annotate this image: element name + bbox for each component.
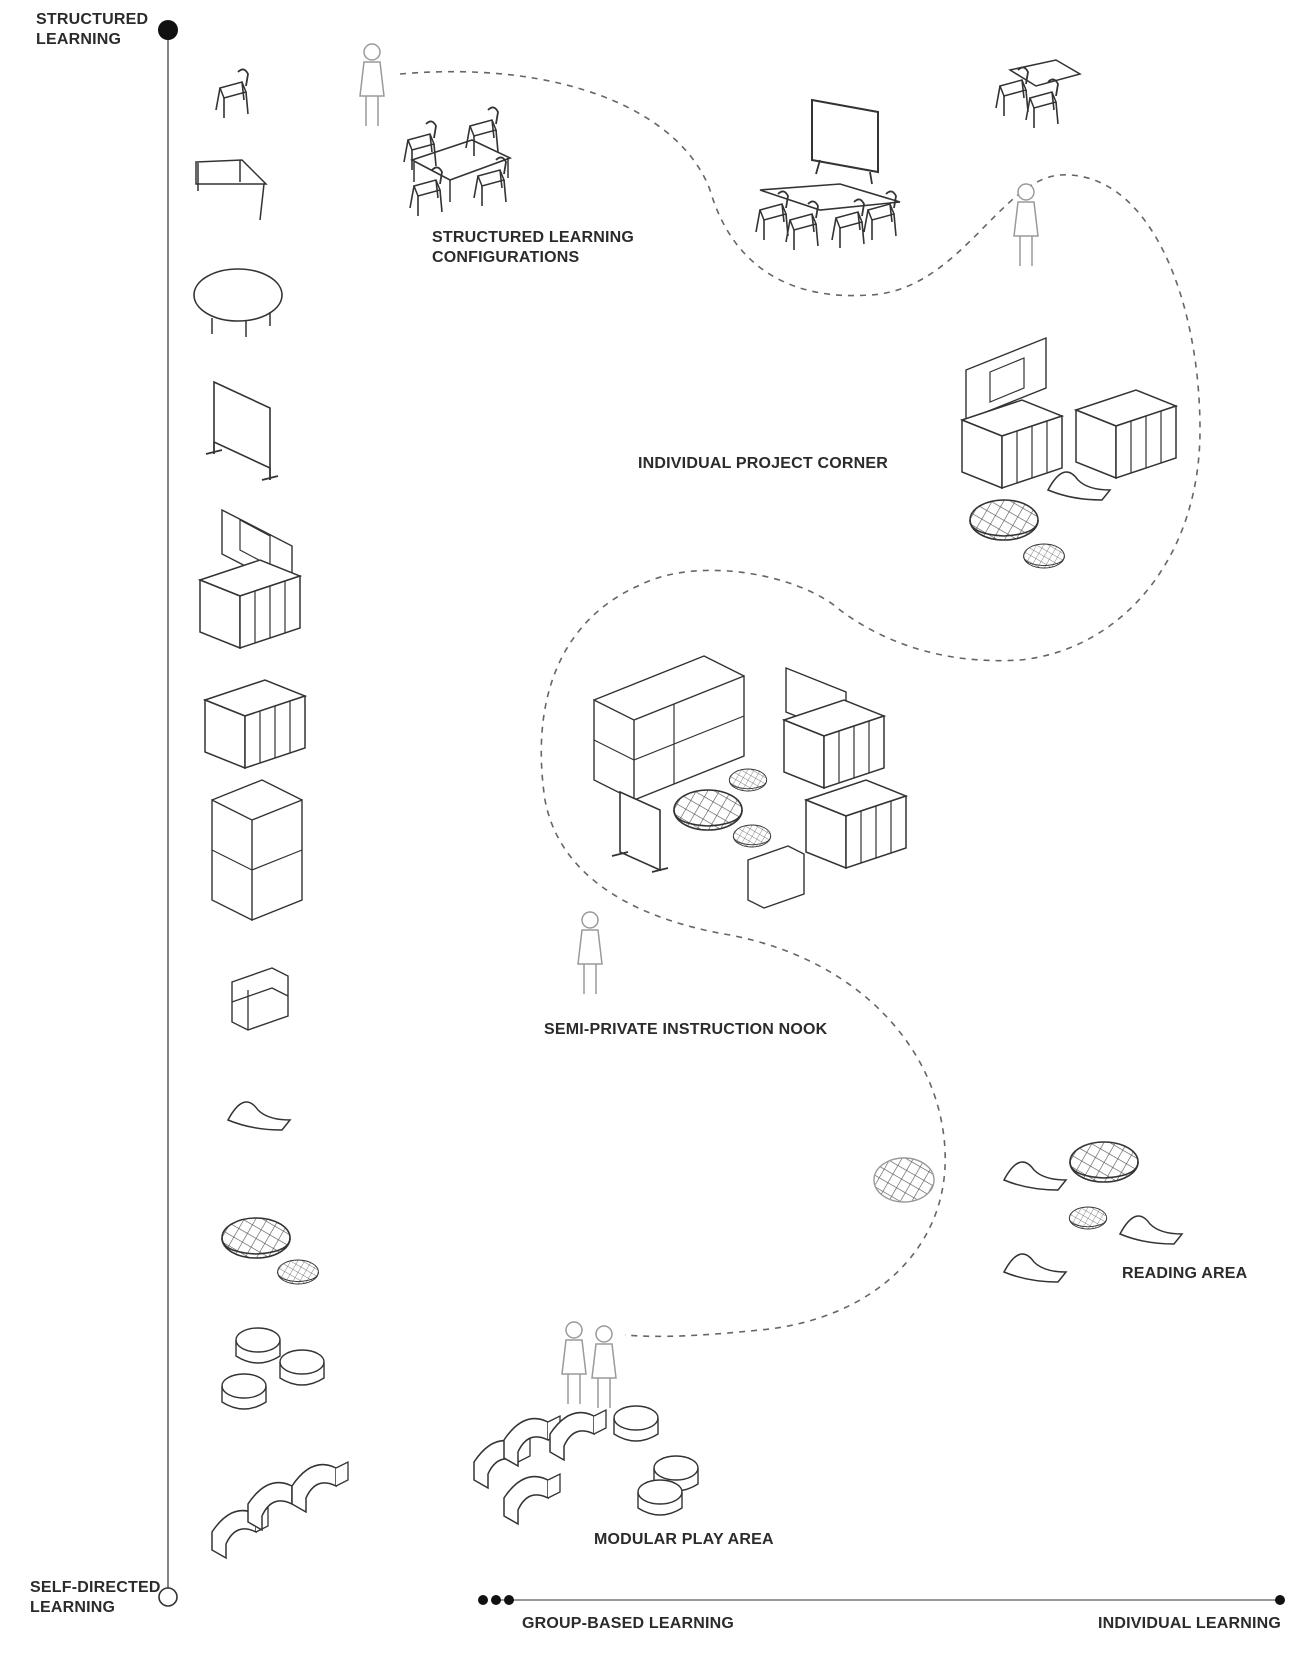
label-line: LEARNING	[30, 1599, 116, 1616]
round-table-icon	[193, 268, 283, 337]
group-axis-dot	[478, 1595, 488, 1605]
hutch-cabinet-icon	[199, 508, 301, 649]
individual-project-corner-label: INDIVIDUAL PROJECT CORNER	[638, 455, 889, 472]
reading-area-label: READING AREA	[1122, 1265, 1248, 1282]
structured-learning-configurations-label: STRUCTURED LEARNING CONFIGURATIONS	[432, 228, 634, 268]
group-table-cluster	[403, 106, 513, 217]
project-corner-furniture	[961, 336, 1177, 569]
student-figure	[1013, 183, 1039, 267]
modular-play-area-label: MODULAR PLAY AREA	[594, 1531, 774, 1548]
semi-private-instruction-nook-label: SEMI-PRIVATE INSTRUCTION NOOK	[544, 1021, 828, 1038]
whiteboard-icon	[205, 380, 279, 481]
label-line: CONFIGURATIONS	[432, 249, 580, 266]
play-area-furniture	[473, 1405, 699, 1525]
whiteboard-station	[755, 98, 901, 251]
label-line: STRUCTURED	[36, 11, 149, 28]
group-based-learning-label: GROUP-BASED LEARNING	[522, 1615, 735, 1632]
group-axis-dot	[491, 1595, 501, 1605]
structured-axis-endpoint	[158, 20, 178, 40]
reading-students-figure	[873, 1157, 935, 1203]
playing-children-figure	[561, 1321, 617, 1409]
low-cabinet-icon	[204, 679, 306, 769]
trapezoid-table-icon	[195, 159, 268, 221]
nook-furniture	[593, 655, 907, 909]
ottoman-stools-icon	[221, 1327, 325, 1410]
individual-axis-dot	[1275, 1595, 1285, 1605]
group-axis-dot	[504, 1595, 514, 1605]
chair-icon	[215, 68, 249, 119]
student-with-cart-figure	[577, 911, 603, 995]
reading-area-furniture	[1003, 1141, 1183, 1283]
label-line: STRUCTURED LEARNING	[432, 229, 635, 246]
desk-with-chairs	[995, 59, 1082, 129]
zone-boundary-dashed	[399, 70, 1201, 1338]
label-line: LEARNING	[36, 31, 122, 48]
self-directed-learning-label: SELF-DIRECTED LEARNING	[30, 1578, 161, 1618]
floor-cushion-icon	[221, 1217, 319, 1285]
floor-rocker-icon	[227, 1101, 291, 1131]
teacher-figure	[359, 43, 385, 127]
individual-learning-label: INDIVIDUAL LEARNING	[1098, 1615, 1282, 1632]
self-directed-axis-endpoint	[158, 1587, 178, 1607]
cart-icon	[231, 967, 289, 1031]
arch-blocks-icon	[211, 1461, 349, 1559]
tall-cabinet-icon	[211, 779, 303, 922]
label-line: SELF-DIRECTED	[30, 1579, 161, 1596]
structured-learning-label: STRUCTURED LEARNING	[36, 10, 148, 50]
